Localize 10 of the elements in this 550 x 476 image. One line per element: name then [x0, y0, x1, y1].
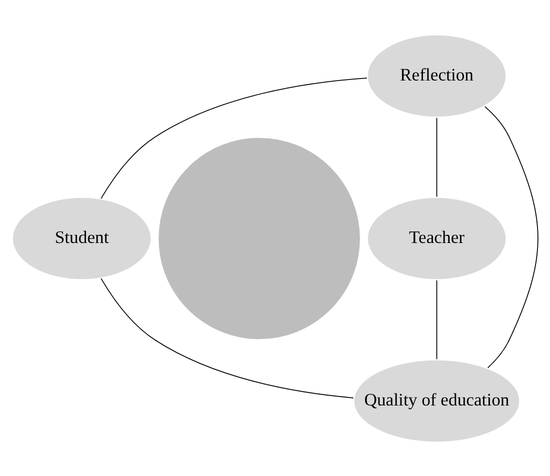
node-ellipse: Teacher: [366, 196, 508, 280]
node-circle: [156, 136, 362, 340]
connector: [436, 116, 438, 197]
connector: [436, 279, 438, 360]
connector: [100, 277, 354, 398]
node-ellipse: Reflection: [366, 33, 508, 118]
node-ellipse: Quality of education: [352, 358, 521, 443]
connector: [484, 106, 538, 368]
node-ellipse: Student: [11, 196, 152, 280]
connector: [100, 77, 368, 199]
